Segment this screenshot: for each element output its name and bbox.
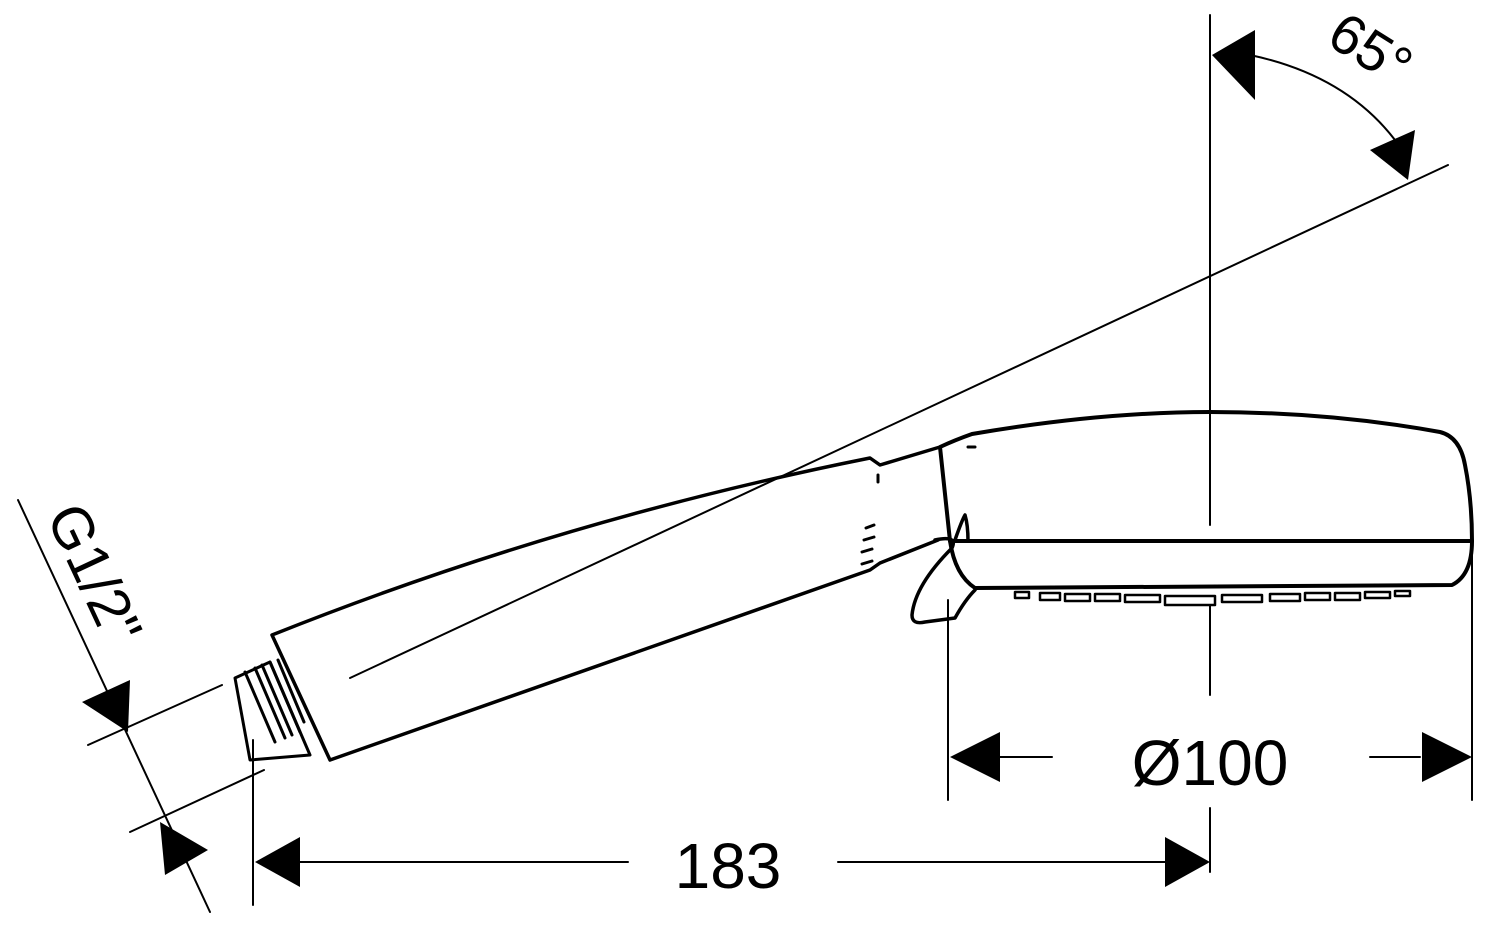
arrow-left-icon bbox=[1212, 30, 1255, 100]
angle-label: 65° bbox=[1318, 0, 1423, 98]
handle-body bbox=[270, 445, 942, 762]
angle-arc bbox=[1249, 54, 1396, 141]
shower-head-body bbox=[938, 410, 1474, 590]
hook bbox=[910, 513, 977, 625]
length-dimension bbox=[252, 739, 1166, 906]
thread-connector bbox=[233, 658, 312, 762]
arrow-down-icon bbox=[1370, 130, 1415, 180]
diameter-label: Ø100 bbox=[1132, 727, 1289, 799]
length-label: 183 bbox=[675, 830, 782, 902]
spray-nozzles bbox=[1013, 589, 1412, 607]
arrow-right-icon bbox=[1422, 732, 1472, 782]
handle-axis-line bbox=[349, 164, 1449, 679]
arrow-up-icon bbox=[160, 822, 208, 875]
arrow-left-icon bbox=[950, 732, 1000, 782]
handle-marks bbox=[860, 445, 977, 566]
arrow-left-icon bbox=[255, 837, 300, 887]
arrowheads bbox=[82, 30, 1472, 887]
diameter-dimension bbox=[947, 544, 1473, 801]
arrow-down-icon bbox=[82, 680, 130, 732]
arrow-right-icon bbox=[1165, 837, 1210, 887]
